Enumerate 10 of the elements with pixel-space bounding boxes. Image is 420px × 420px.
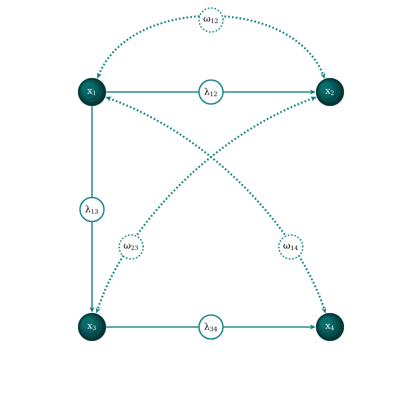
sphere-node: x$_{2}$ [316, 78, 344, 106]
edge-label: λ$_{12}$ [198, 79, 224, 105]
sphere-node: x$_{1}$ [78, 78, 106, 106]
edge-label: λ$_{34}$ [198, 314, 224, 340]
edge-label: ω$_{14}$ [278, 234, 304, 260]
edge-label: ω$_{23}$ [118, 234, 144, 260]
sphere-node: x$_{4}$ [316, 313, 344, 341]
sphere-node: x$_{3}$ [78, 313, 106, 341]
edge-label: λ$_{13}$ [79, 196, 105, 222]
edge-label: ω$_{12}$ [198, 7, 224, 33]
